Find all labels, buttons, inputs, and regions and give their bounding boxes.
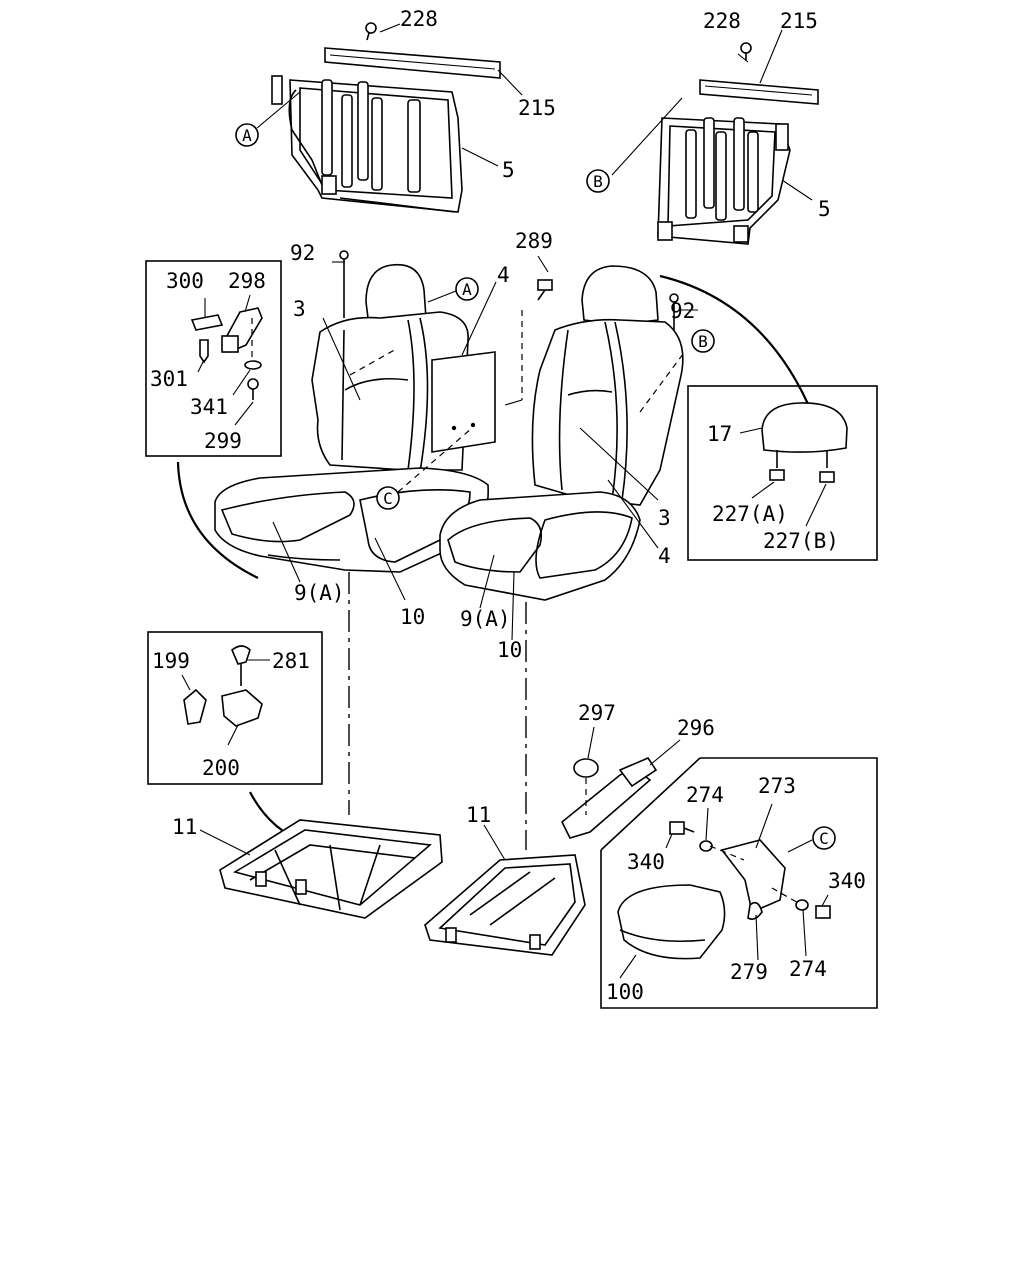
label-200: 200: [202, 756, 240, 780]
label-4-top: 4: [497, 263, 510, 287]
ref-a-left-frame: A: [235, 123, 259, 147]
label-289: 289: [515, 229, 553, 253]
label-92-left: 92: [290, 241, 315, 265]
label-296: 296: [677, 716, 715, 740]
label-273: 273: [758, 774, 796, 798]
ref-c-armrest: C: [812, 826, 836, 850]
left-seatback-frame: [271, 47, 501, 213]
svg-text:C: C: [819, 829, 829, 848]
label-3-right: 3: [658, 506, 671, 530]
svg-text:C: C: [383, 489, 393, 508]
label-341: 341: [190, 395, 228, 419]
right-seat: [439, 265, 684, 601]
label-297: 297: [578, 701, 616, 725]
label-298: 298: [228, 269, 266, 293]
label-3-left: 3: [293, 297, 306, 321]
label-301: 301: [150, 367, 188, 391]
label-299: 299: [204, 429, 242, 453]
label-199: 199: [152, 649, 190, 673]
inset-box-armrest: [600, 757, 878, 1009]
label-340-left: 340: [627, 850, 665, 874]
svg-text:A: A: [462, 280, 472, 299]
label-11-left: 11: [172, 815, 197, 839]
label-9a-right: 9(A): [460, 607, 511, 631]
label-17: 17: [707, 422, 732, 446]
svg-text:A: A: [242, 126, 252, 145]
label-227a: 227(A): [712, 502, 788, 526]
label-10-left: 10: [400, 605, 425, 629]
label-9a-left: 9(A): [294, 581, 345, 605]
label-4-right: 4: [658, 544, 671, 568]
label-11-right: 11: [466, 803, 491, 827]
label-281: 281: [272, 649, 310, 673]
inset-box-headrest: [687, 385, 878, 561]
label-228-right: 228: [703, 9, 741, 33]
inset-box-clip-parts: [147, 631, 323, 785]
label-340-right: 340: [828, 869, 866, 893]
cap-297-icon: [573, 758, 599, 815]
label-227b: 227(B): [763, 529, 839, 553]
label-215-right: 215: [780, 9, 818, 33]
label-92-right: 92: [670, 299, 695, 323]
label-215-left: 215: [518, 96, 556, 120]
screw-228-right-icon: [740, 42, 752, 60]
label-274-top: 274: [686, 783, 724, 807]
label-5-left: 5: [502, 158, 515, 182]
screw-228-left-icon: [365, 22, 377, 41]
ref-b-right-frame: B: [586, 169, 610, 193]
label-10-right: 10: [497, 638, 522, 662]
right-seat-base-frame: [424, 854, 586, 956]
strap-296-icon: [560, 757, 658, 839]
bolt-289-icon: [537, 279, 553, 301]
right-seatback-frame: [657, 79, 819, 245]
label-228-left: 228: [400, 7, 438, 31]
ref-b-seat: B: [691, 329, 715, 353]
label-300: 300: [166, 269, 204, 293]
inset-box-hinge-parts: [145, 260, 282, 457]
label-100: 100: [606, 980, 644, 1004]
left-seat-base-frame: [219, 819, 443, 919]
svg-text:B: B: [698, 332, 708, 351]
label-274-bottom: 274: [789, 957, 827, 981]
label-279: 279: [730, 960, 768, 984]
ref-c-seat: C: [376, 486, 400, 510]
ref-a-seat: A: [455, 277, 479, 301]
svg-text:B: B: [593, 172, 603, 191]
label-5-right: 5: [818, 197, 831, 221]
